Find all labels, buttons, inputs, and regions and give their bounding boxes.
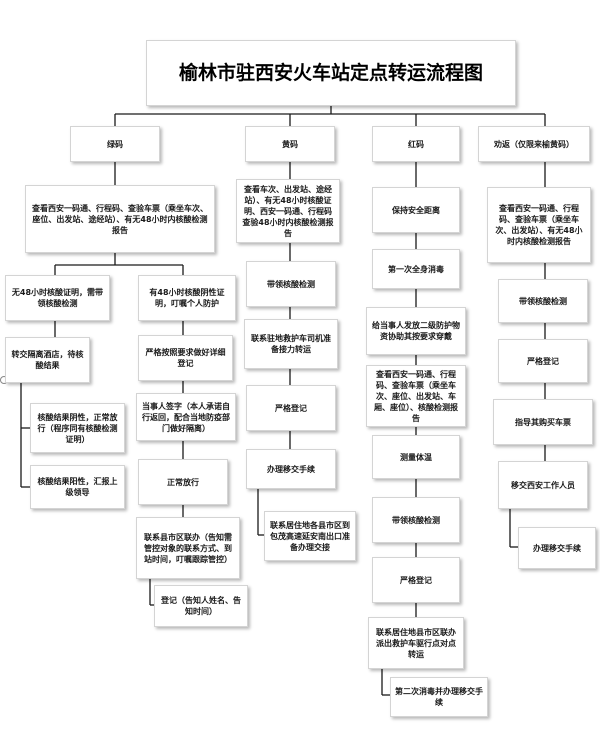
persuade-strict-register: 严格登记 — [498, 339, 588, 383]
red-keep-distance: 保持安全距离 — [372, 187, 460, 233]
persuade-lead-test: 带领核酸检测 — [498, 279, 588, 323]
yellow-lead-test: 带领核酸检测 — [246, 261, 336, 307]
red-measure-temperature: 测量体温 — [372, 435, 460, 479]
red-second-disinfection: 第二次消毒并办理移交手续 — [390, 677, 488, 717]
red-protective-gear: 给当事人发放二级防护物资协助其按要求穿戴 — [366, 307, 466, 355]
green-register-notify: 登记（告知人姓名、告知时间） — [154, 585, 248, 627]
green-strict-check: 严格按照要求做好详细登记 — [138, 335, 233, 381]
persuade-guide-ticket: 指导其购买车票 — [493, 399, 593, 445]
persuade-transfer-staff: 移交西安工作人员 — [498, 461, 588, 509]
green-has-cert: 有48小时核酸阴性证明，叮嘱个人防护 — [138, 275, 236, 321]
yellow-handover: 办理移交手续 — [246, 449, 336, 489]
yellow-strict-register: 严格登记 — [246, 385, 336, 431]
persuade-return-header: 劝返（仅限来榆黄码） — [478, 126, 590, 162]
red-check-documents: 查看西安一码通、行程码、查验车票（乘坐车次、座位、出发站、车厢、座位）、核酸检测… — [366, 365, 466, 427]
green-contact-county: 联系县市区联办（告知需管控对象的联系方式、到站时间，叮嘱跟踪管控） — [136, 517, 240, 579]
red-strict-register: 严格登记 — [372, 557, 460, 603]
green-no-cert-test: 无48小时核酸证明，需带领核酸检测 — [5, 275, 110, 321]
red-first-disinfection: 第一次全身消毒 — [372, 249, 460, 289]
yellow-code-header: 黄码 — [245, 126, 335, 162]
yellow-check-documents: 查看车次、出发站、途经站）、有无48小时核酸证明、西安一码通、行程码查验48小时… — [236, 179, 340, 243]
persuade-check-documents: 查看西安一码通、行程码、查验车票（乘坐车次、出发站）、有无48小时内核酸检测报告 — [487, 187, 591, 263]
green-code-header: 绿码 — [70, 126, 160, 162]
green-sign-promise: 当事人签字（本人承诺自行返回，配合当地防疫部门做好隔离） — [136, 393, 236, 441]
yellow-contact-driver: 联系驻地救护车司机准备接力转运 — [244, 319, 338, 369]
green-transfer-hotel: 转交隔离酒店，待核酸结果 — [5, 337, 90, 383]
red-code-header: 红码 — [372, 126, 460, 162]
green-result-negative: 核酸结果阴性，正常放行（程序同有核酸检测证明） — [30, 403, 125, 453]
red-contact-ambulance: 联系居住地县市区联办派出救护车驱行点对点转运 — [368, 617, 464, 669]
red-lead-test: 带领核酸检测 — [372, 497, 460, 543]
persuade-handover: 办理移交手续 — [518, 527, 596, 569]
yellow-contact-county: 联系居住地各县市区到包茂高速延安南出口准备办理交接 — [264, 511, 356, 561]
green-normal-release: 正常放行 — [138, 459, 228, 505]
green-result-positive: 核酸结果阳性，汇报上级领导 — [30, 465, 125, 509]
flowchart-title: 榆林市驻西安火车站定点转运流程图 — [146, 40, 516, 106]
green-check-documents: 查看西安一码通、行程码、查验车票（乘坐车次、座位、出发站、途经站）、有无48小时… — [25, 185, 215, 253]
